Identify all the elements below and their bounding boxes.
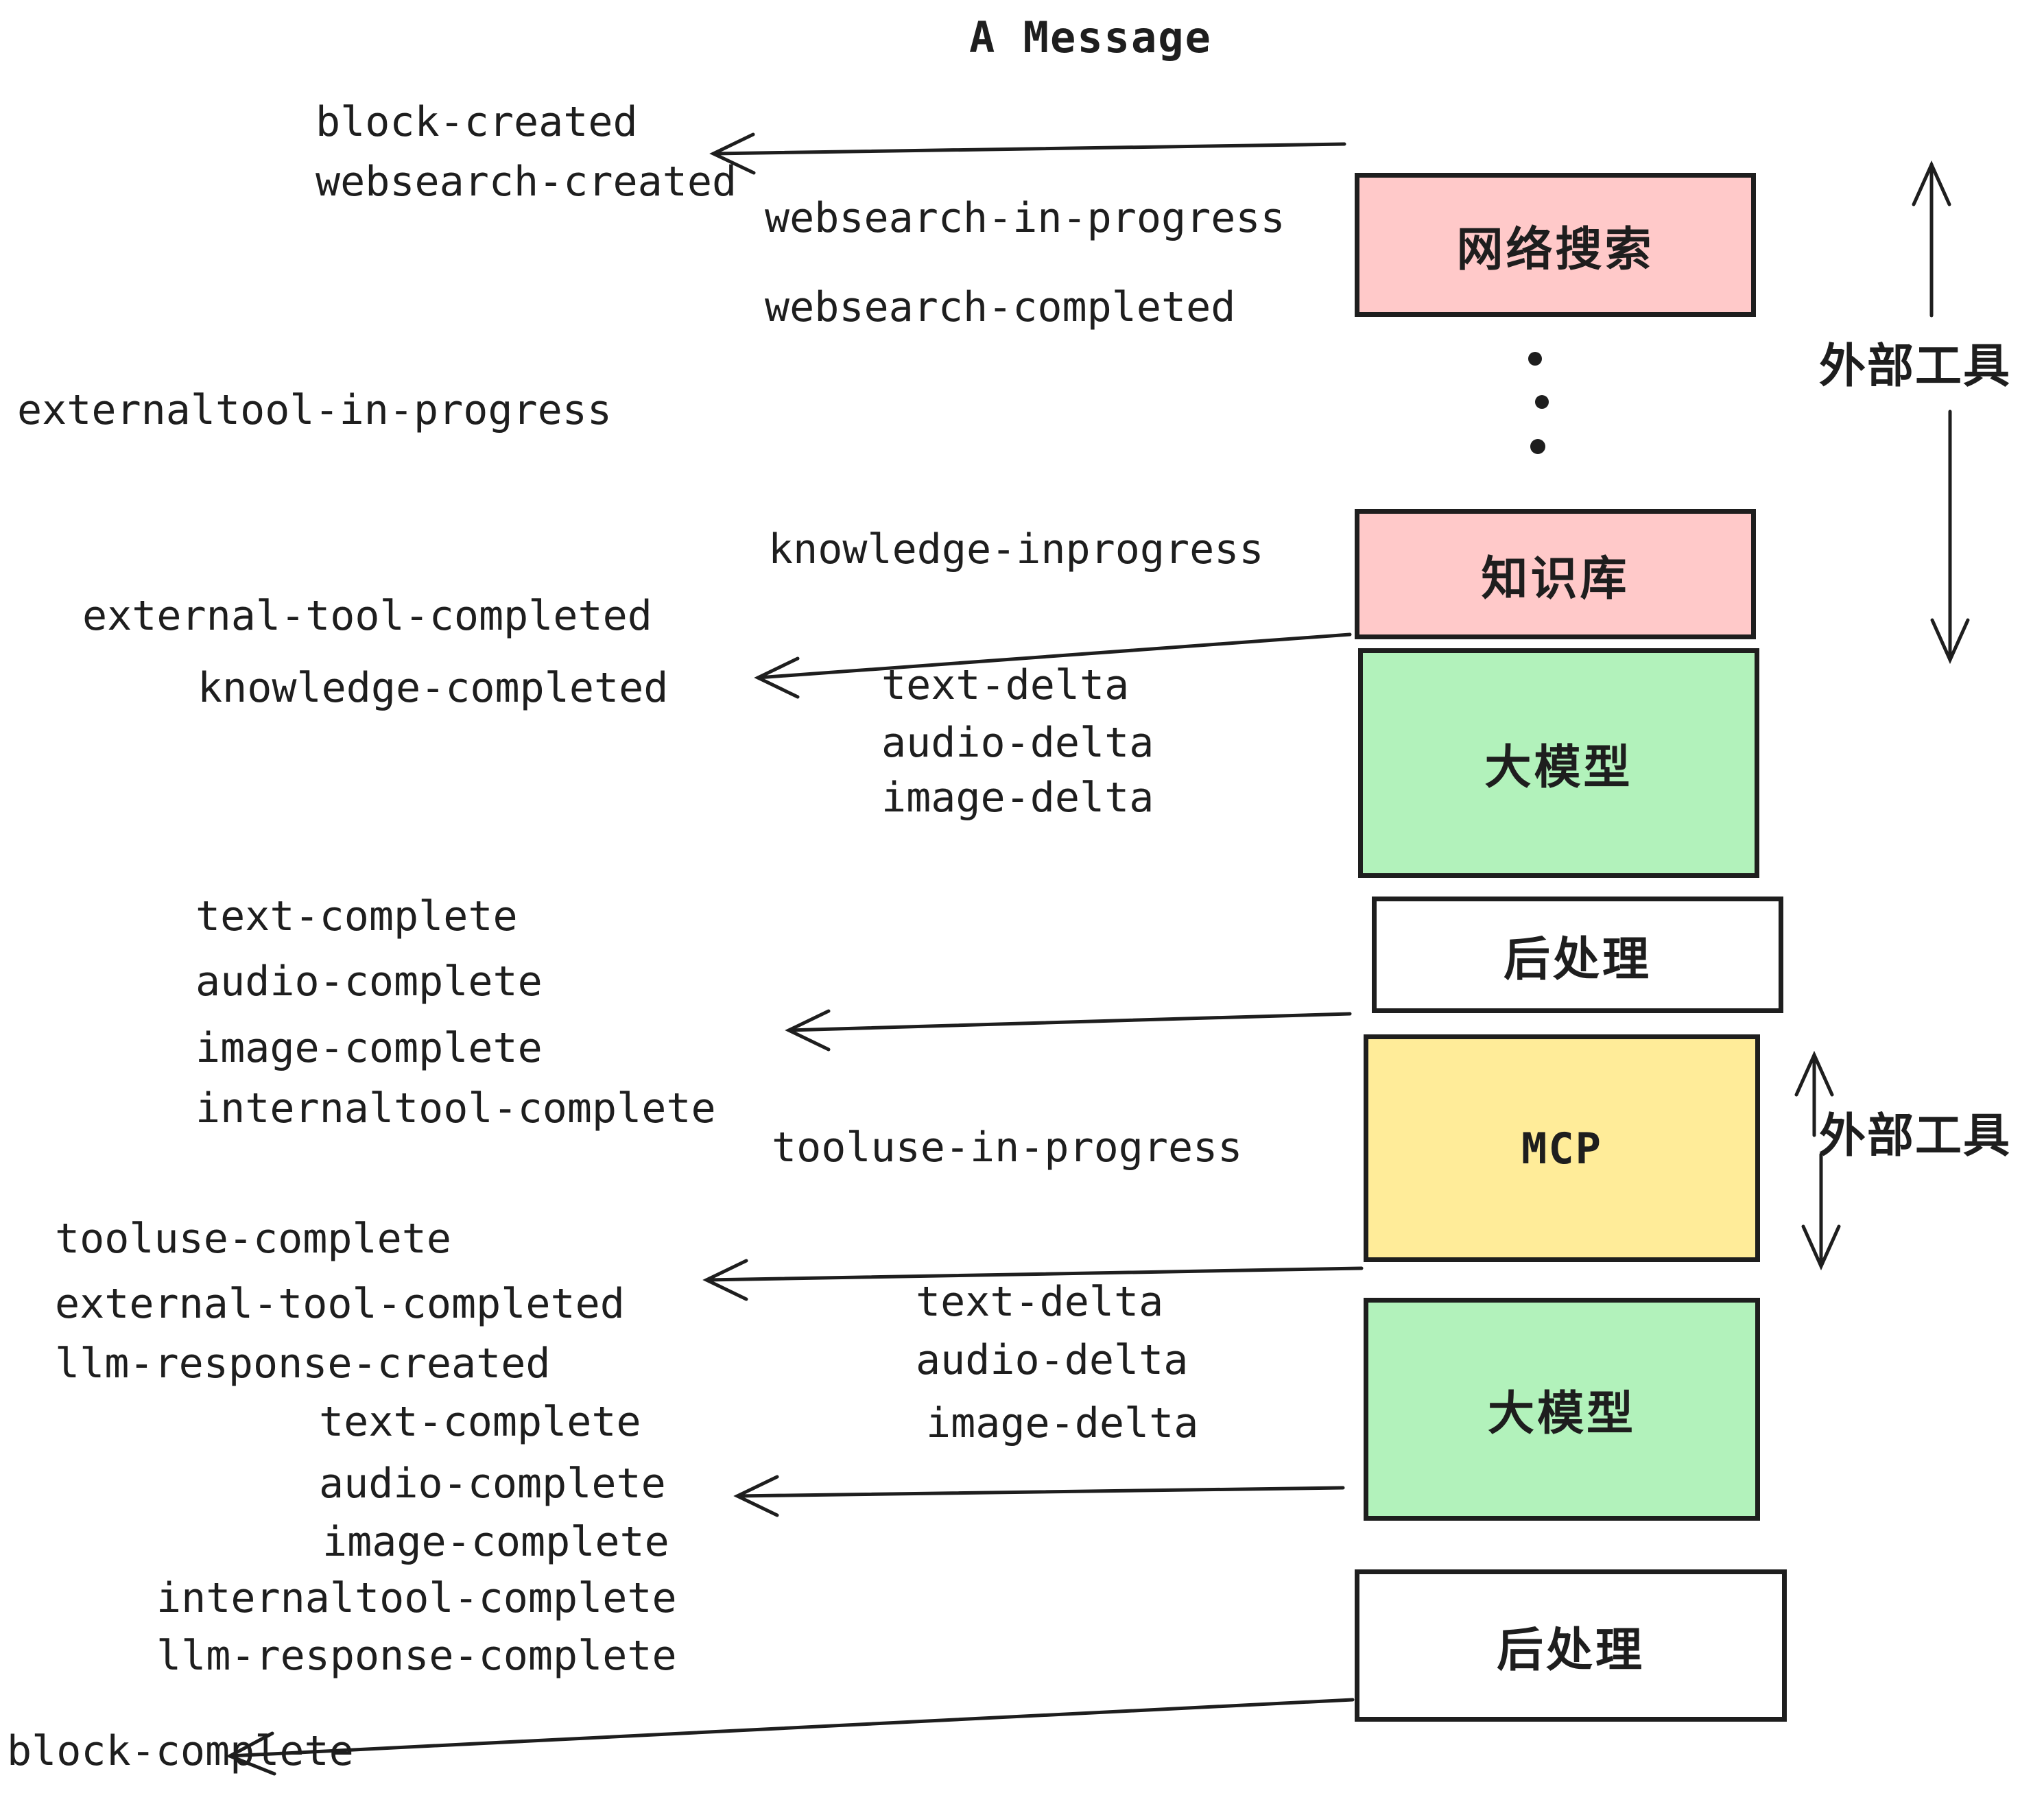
external-tools-down-arrow-2 bbox=[1801, 1152, 1841, 1271]
event-knowledge-inprogress: knowledge-inprogress bbox=[768, 525, 1264, 573]
event-knowledge-completed: knowledge-completed bbox=[198, 664, 669, 712]
box-postprocess-1: 后处理 bbox=[1372, 897, 1783, 1013]
event-image-complete-1: image-complete bbox=[195, 1024, 543, 1072]
box-postprocess-1-label: 后处理 bbox=[1503, 932, 1652, 987]
external-tools-label-1: 外部工具 bbox=[1819, 340, 2012, 394]
event-text-complete-2: text-complete bbox=[319, 1398, 641, 1446]
event-external-tool-completed-1: external-tool-completed bbox=[82, 592, 652, 640]
external-tools-down-arrow-1 bbox=[1930, 410, 1970, 665]
event-tooluse-in-progress: tooluse-in-progress bbox=[772, 1124, 1243, 1172]
event-llm-response-created: llm-response-created bbox=[55, 1340, 551, 1388]
box-llm-2-label: 大模型 bbox=[1487, 1387, 1636, 1441]
arrow-to-image-complete bbox=[785, 1009, 1352, 1052]
box-websearch-label: 网络搜索 bbox=[1456, 222, 1654, 277]
external-tools-up-arrow-2 bbox=[1794, 1050, 1834, 1137]
page-title: A Message bbox=[969, 12, 1212, 62]
event-websearch-in-progress: websearch-in-progress bbox=[765, 194, 1285, 242]
event-internaltool-complete-2: internaltool-complete bbox=[156, 1574, 677, 1622]
box-llm-1: 大模型 bbox=[1358, 648, 1759, 878]
box-llm-2: 大模型 bbox=[1364, 1298, 1760, 1521]
box-knowledge: 知识库 bbox=[1355, 509, 1756, 639]
box-postprocess-2-label: 后处理 bbox=[1496, 1623, 1645, 1678]
box-mcp-label: MCP bbox=[1521, 1123, 1602, 1174]
event-tooluse-complete: tooluse-complete bbox=[55, 1215, 451, 1263]
event-websearch-completed: websearch-completed bbox=[765, 283, 1236, 331]
box-mcp: MCP bbox=[1364, 1034, 1760, 1262]
box-llm-1-label: 大模型 bbox=[1484, 741, 1633, 795]
external-tools-label-2: 外部工具 bbox=[1819, 1109, 2012, 1163]
event-image-delta-1: image-delta bbox=[881, 774, 1154, 822]
arrow-to-block-complete bbox=[226, 1698, 1355, 1776]
ellipsis-dots bbox=[1528, 352, 1549, 454]
event-image-complete-2: image-complete bbox=[322, 1518, 669, 1566]
event-externaltool-in-progress: externaltool-in-progress bbox=[17, 386, 612, 434]
event-external-tool-completed-2: external-tool-completed bbox=[55, 1280, 625, 1328]
arrow-to-knowledge-completed bbox=[754, 632, 1352, 699]
event-text-complete-1: text-complete bbox=[195, 892, 518, 940]
arrow-to-audio-complete bbox=[733, 1475, 1345, 1517]
arrow-to-tooluse-complete bbox=[702, 1259, 1364, 1301]
event-text-delta-1: text-delta bbox=[881, 661, 1130, 709]
event-text-delta-2: text-delta bbox=[916, 1278, 1164, 1326]
event-audio-complete-1: audio-complete bbox=[195, 958, 543, 1006]
event-audio-delta-2: audio-delta bbox=[916, 1336, 1189, 1384]
event-llm-response-complete: llm-response-complete bbox=[156, 1632, 677, 1680]
arrow-to-block-created bbox=[709, 132, 1346, 175]
event-block-complete: block-complete bbox=[7, 1727, 354, 1775]
event-internaltool-complete-1: internaltool-complete bbox=[195, 1084, 716, 1132]
box-knowledge-label: 知识库 bbox=[1481, 551, 1630, 606]
event-audio-complete-2: audio-complete bbox=[319, 1460, 666, 1508]
box-websearch: 网络搜索 bbox=[1355, 173, 1756, 317]
external-tools-up-arrow-1 bbox=[1912, 160, 1951, 318]
event-audio-delta-1: audio-delta bbox=[881, 719, 1154, 767]
event-websearch-created: websearch-created bbox=[316, 158, 737, 206]
event-block-created: block-created bbox=[316, 98, 638, 146]
event-image-delta-2: image-delta bbox=[926, 1399, 1199, 1447]
box-postprocess-2: 后处理 bbox=[1355, 1569, 1787, 1722]
